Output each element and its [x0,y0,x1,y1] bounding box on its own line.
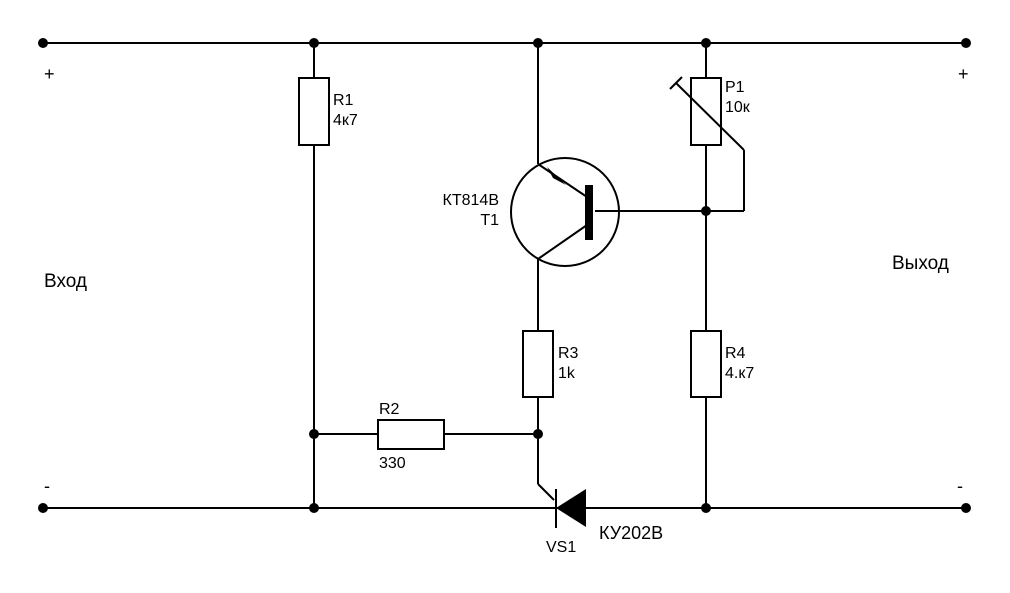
t1-collector [537,224,588,260]
junction-dot [701,503,711,513]
r3-ref-label: R3 [558,345,579,362]
input-minus-label: - [44,476,50,496]
junction-dot [701,206,711,216]
vs1-part-label: КУ202В [599,523,663,543]
output-label: Выход [892,253,949,274]
r3-resistor [522,330,554,398]
p1-ref-label: P1 [725,79,745,96]
t1-emitter-arrow [547,167,566,185]
p1-wiper [675,82,745,151]
junction-dot [309,429,319,439]
r3-value-label: 1k [558,365,576,382]
r4-resistor [690,330,722,398]
input-label: Вход [44,271,87,292]
junction-dot [701,38,711,48]
p1-wiper-tick [669,76,683,90]
terminal-in-minus-dot [38,503,48,513]
t1-part-label: КТ814В [443,192,499,209]
r4-ref-label: R4 [725,345,746,362]
junction-dot [309,503,319,513]
output-minus-label: - [957,476,963,496]
vs1-gate [537,483,555,501]
junction-dot [533,429,543,439]
t1-base-plate [585,185,593,240]
r1-resistor [298,77,330,146]
output-plus-label: + [958,64,969,84]
junction-dot [533,38,543,48]
terminal-out-minus-dot [961,503,971,513]
r4-value-label: 4.к7 [725,365,754,382]
r2-ref-label: R2 [379,401,400,418]
terminal-in-plus-dot [38,38,48,48]
p1-value-label: 10к [725,99,751,116]
junction-dot [309,38,319,48]
r1-value-label: 4к7 [333,112,358,129]
r2-value-label: 330 [379,455,406,472]
vs1-ref-label: VS1 [546,539,576,556]
r2-resistor [377,419,445,450]
r1-ref-label: R1 [333,92,354,109]
vs1-triangle [556,489,586,527]
t1-ref-label: T1 [480,212,499,229]
terminal-out-plus-dot [961,38,971,48]
t1-emitter [537,163,588,198]
input-plus-label: + [44,64,55,84]
